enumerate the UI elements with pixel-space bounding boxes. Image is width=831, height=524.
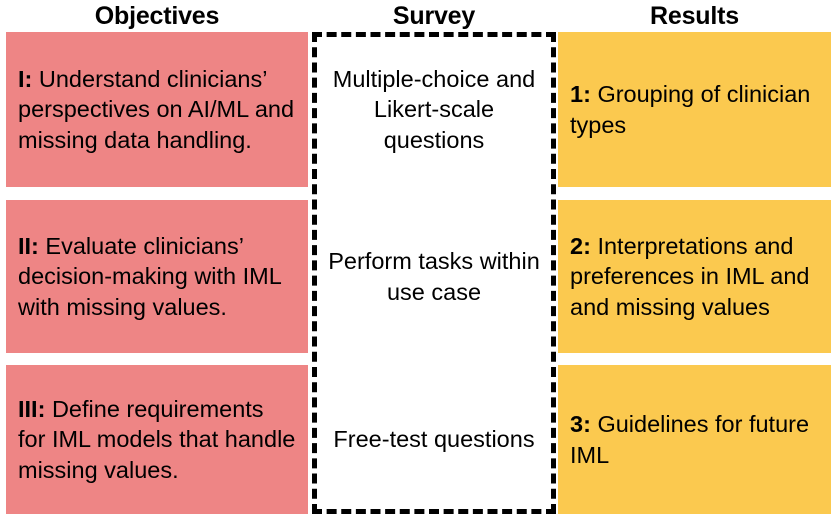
survey-cell-3: Free-test questions [317, 365, 551, 514]
result-cell-3: 3: Guidelines for future IML [558, 365, 831, 514]
survey-text-1: Multiple-choice and Likert-scale questio… [332, 65, 536, 153]
column-survey: Multiple-choice and Likert-scale questio… [312, 32, 556, 514]
objective-cell-3: III: Define requirements for IML models … [6, 365, 308, 514]
result-cell-1: 1: Grouping of clinician types [558, 32, 831, 187]
objective-marker-2: II: [18, 232, 39, 259]
result-marker-3: 3: [570, 410, 591, 437]
objective-marker-1: I: [18, 65, 33, 92]
result-cell-2: 2: Interpretations and preferences in IM… [558, 200, 831, 353]
column-objectives: I: Understand clinicians’ perspectives o… [6, 32, 308, 514]
survey-cell-2: Perform tasks within use case [317, 200, 551, 353]
result-marker-1: 1: [570, 80, 591, 107]
objective-body-2: Evaluate clinicians’ decision-making wit… [18, 232, 281, 320]
column-results: 1: Grouping of clinician types 2: Interp… [558, 32, 831, 514]
objective-text-3: III: Define requirements for IML models … [6, 394, 308, 486]
column-header-results: Results [650, 2, 739, 30]
survey-text-3: Free-test questions [333, 426, 535, 453]
objective-text-2: II: Evaluate clinicians’ decision-making… [6, 231, 308, 323]
column-header-objectives: Objectives [94, 2, 220, 30]
result-body-2: Interpretations and preferences in IML a… [570, 232, 810, 320]
result-marker-2: 2: [570, 232, 591, 259]
objective-cell-1: I: Understand clinicians’ perspectives o… [6, 32, 308, 187]
result-text-3: 3: Guidelines for future IML [558, 409, 831, 470]
objective-cell-2: II: Evaluate clinicians’ decision-making… [6, 200, 308, 353]
objective-body-1: Understand clinicians’ perspectives on A… [18, 65, 295, 153]
objective-body-3: Define requirements for IML models that … [18, 395, 296, 483]
survey-text-2: Perform tasks within use case [328, 247, 540, 305]
result-body-3: Guidelines for future IML [570, 410, 810, 468]
result-text-1: 1: Grouping of clinician types [558, 79, 831, 140]
column-header-survey: Survey [392, 2, 476, 30]
result-text-2: 2: Interpretations and preferences in IM… [558, 231, 831, 323]
objective-text-1: I: Understand clinicians’ perspectives o… [6, 64, 308, 156]
result-body-1: Grouping of clinician types [570, 80, 811, 138]
survey-cell-1: Multiple-choice and Likert-scale questio… [317, 32, 551, 187]
objective-marker-3: III: [18, 395, 46, 422]
